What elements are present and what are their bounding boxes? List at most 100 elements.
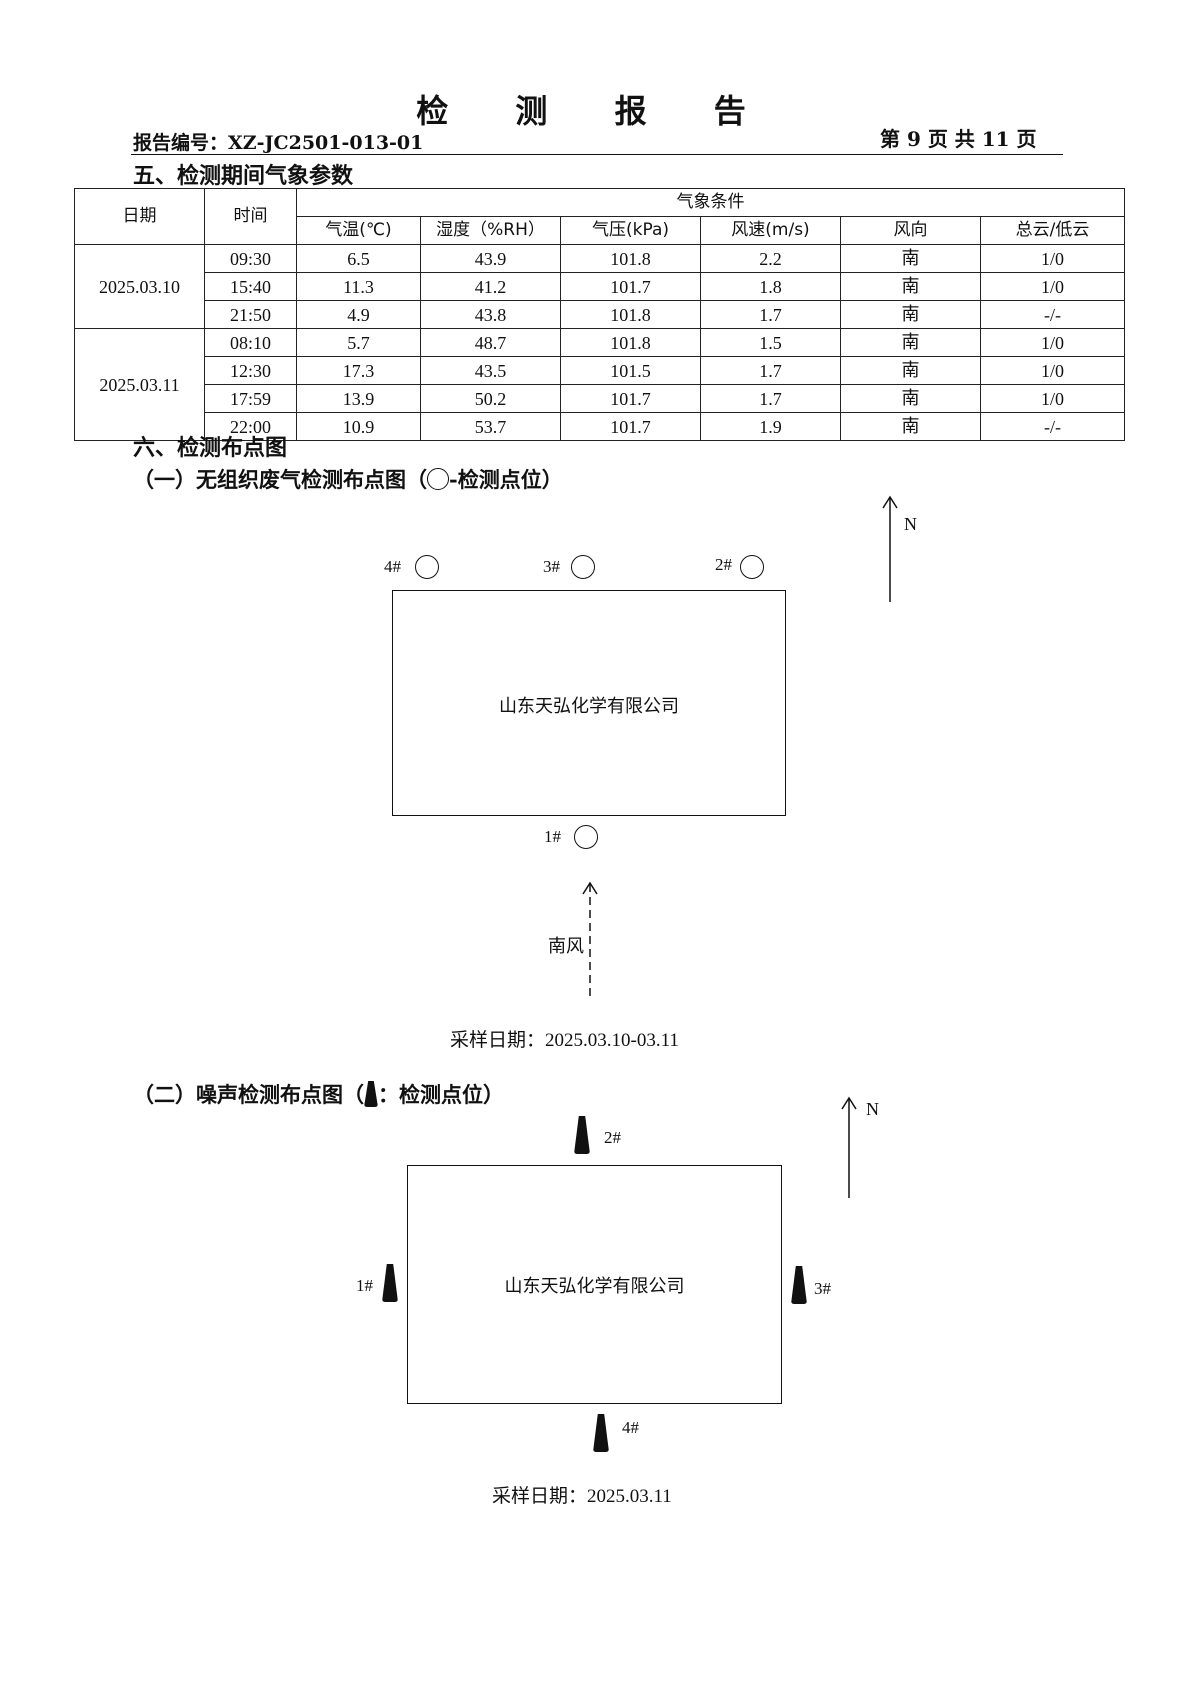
cell-wind-speed: 1.5 bbox=[700, 328, 841, 357]
cone-legend-icon bbox=[364, 1081, 378, 1107]
cell-wind-direction: 南 bbox=[840, 272, 981, 301]
header-weather-group: 气象条件 bbox=[296, 188, 1125, 217]
page-info: 第 9 页 共 11 页 bbox=[880, 127, 1037, 151]
header-humidity: 湿度（%RH） bbox=[420, 216, 561, 245]
cell-humidity: 53.7 bbox=[420, 412, 561, 441]
cell-cloud: -/- bbox=[980, 412, 1125, 441]
noise-sampling-date: 采样日期：2025.03.11 bbox=[492, 1486, 672, 1507]
gas-north-arrow-icon bbox=[882, 495, 898, 602]
gas-point-1-marker bbox=[574, 825, 598, 849]
cell-pressure: 101.5 bbox=[560, 356, 701, 385]
cell-cloud: 1/0 bbox=[980, 356, 1125, 385]
cell-pressure: 101.8 bbox=[560, 328, 701, 357]
cell-time: 08:10 bbox=[204, 328, 297, 357]
noise-north-arrow-icon bbox=[841, 1096, 857, 1198]
cell-humidity: 43.5 bbox=[420, 356, 561, 385]
cell-time: 21:50 bbox=[204, 300, 297, 329]
header-date: 日期 bbox=[74, 188, 205, 245]
noise-facility-box bbox=[407, 1165, 782, 1404]
cell-temperature: 10.9 bbox=[296, 412, 421, 441]
header-time: 时间 bbox=[204, 188, 297, 245]
cell-cloud: -/- bbox=[980, 300, 1125, 329]
cell-humidity: 43.8 bbox=[420, 300, 561, 329]
noise-point-2-marker bbox=[574, 1116, 590, 1154]
cell-wind-speed: 1.8 bbox=[700, 272, 841, 301]
cell-humidity: 41.2 bbox=[420, 272, 561, 301]
cell-date: 2025.03.11 bbox=[74, 328, 205, 441]
cell-temperature: 13.9 bbox=[296, 384, 421, 413]
gas-point-3-label: 3# bbox=[543, 557, 560, 576]
table-header-row: 日期 时间 气象条件 bbox=[74, 188, 1125, 245]
gas-point-1-label: 1# bbox=[544, 827, 561, 846]
cell-wind-direction: 南 bbox=[840, 412, 981, 441]
cell-temperature: 4.9 bbox=[296, 300, 421, 329]
gas-diagram-title: （一）无组织废气检测布点图（ -检测点位） bbox=[133, 464, 563, 494]
cell-wind-direction: 南 bbox=[840, 300, 981, 329]
gas-title-suffix: -检测点位） bbox=[449, 467, 563, 492]
noise-point-3-label: 3# bbox=[814, 1279, 831, 1298]
wind-direction-arrow-icon bbox=[582, 881, 598, 998]
cell-wind-direction: 南 bbox=[840, 244, 981, 273]
cell-cloud: 1/0 bbox=[980, 328, 1125, 357]
noise-diagram-title: （二）噪声检测布点图（ ：检测点位） bbox=[133, 1079, 504, 1109]
cell-cloud: 1/0 bbox=[980, 272, 1125, 301]
header-pressure: 气压(kPa) bbox=[560, 216, 701, 245]
cell-wind-speed: 1.7 bbox=[700, 356, 841, 385]
cell-cloud: 1/0 bbox=[980, 384, 1125, 413]
header-temperature: 气温(℃) bbox=[296, 216, 421, 245]
cell-time: 17:59 bbox=[204, 384, 297, 413]
cell-cloud: 1/0 bbox=[980, 244, 1125, 273]
cell-time: 15:40 bbox=[204, 272, 297, 301]
cell-pressure: 101.8 bbox=[560, 244, 701, 273]
circle-legend-icon bbox=[427, 468, 449, 490]
gas-title-prefix: （一）无组织废气检测布点图（ bbox=[133, 467, 427, 492]
cell-temperature: 6.5 bbox=[296, 244, 421, 273]
gas-facility-box bbox=[392, 590, 786, 816]
gas-company-label: 山东天弘化学有限公司 bbox=[499, 696, 679, 717]
cell-pressure: 101.8 bbox=[560, 300, 701, 329]
section-5-title: 五、检测期间气象参数 bbox=[133, 163, 354, 189]
noise-point-1-marker bbox=[382, 1264, 398, 1302]
cell-time: 12:30 bbox=[204, 356, 297, 385]
gas-point-2-label: 2# bbox=[715, 555, 732, 574]
cell-humidity: 48.7 bbox=[420, 328, 561, 357]
cell-wind-direction: 南 bbox=[840, 384, 981, 413]
noise-north-label: N bbox=[866, 1099, 879, 1119]
weather-table: 日期 时间 气象条件 气温(℃) 湿度（%RH） 气压(kPa) 风速(m/s)… bbox=[74, 188, 1125, 441]
cell-time: 22:00 bbox=[204, 412, 297, 441]
gas-point-4-marker bbox=[415, 555, 439, 579]
gas-north-label: N bbox=[904, 514, 917, 534]
cell-time: 09:30 bbox=[204, 244, 297, 273]
cell-humidity: 43.9 bbox=[420, 244, 561, 273]
header-wind-speed: 风速(m/s) bbox=[700, 216, 841, 245]
cell-pressure: 101.7 bbox=[560, 272, 701, 301]
cell-wind-direction: 南 bbox=[840, 356, 981, 385]
header-rule bbox=[131, 154, 1063, 155]
table-subheader-row: 气温(℃) 湿度（%RH） 气压(kPa) 风速(m/s) 风向 总云/低云 bbox=[75, 216, 1125, 245]
header-wind-direction: 风向 bbox=[840, 216, 981, 245]
noise-point-2-label: 2# bbox=[604, 1128, 621, 1147]
report-number: 报告编号：XZ-JC2501-013-01 bbox=[133, 132, 424, 154]
cell-pressure: 101.7 bbox=[560, 384, 701, 413]
gas-point-3-marker bbox=[571, 555, 595, 579]
gas-point-4-label: 4# bbox=[384, 557, 401, 576]
noise-title-prefix: （二）噪声检测布点图（ bbox=[133, 1082, 364, 1107]
document-title: 检 测 报 告 bbox=[416, 92, 774, 130]
cell-pressure: 101.7 bbox=[560, 412, 701, 441]
header-cloud: 总云/低云 bbox=[980, 216, 1125, 245]
cell-humidity: 50.2 bbox=[420, 384, 561, 413]
noise-point-3-marker bbox=[791, 1266, 807, 1304]
noise-point-4-label: 4# bbox=[622, 1418, 639, 1437]
cell-wind-speed: 1.7 bbox=[700, 300, 841, 329]
cell-temperature: 5.7 bbox=[296, 328, 421, 357]
gas-sampling-date: 采样日期：2025.03.10-03.11 bbox=[450, 1030, 679, 1051]
cell-date: 2025.03.10 bbox=[74, 244, 205, 329]
section-6-title: 六、检测布点图 bbox=[133, 435, 288, 461]
noise-point-1-label: 1# bbox=[356, 1276, 373, 1295]
cell-wind-speed: 1.9 bbox=[700, 412, 841, 441]
wind-label: 南风 bbox=[548, 936, 584, 957]
